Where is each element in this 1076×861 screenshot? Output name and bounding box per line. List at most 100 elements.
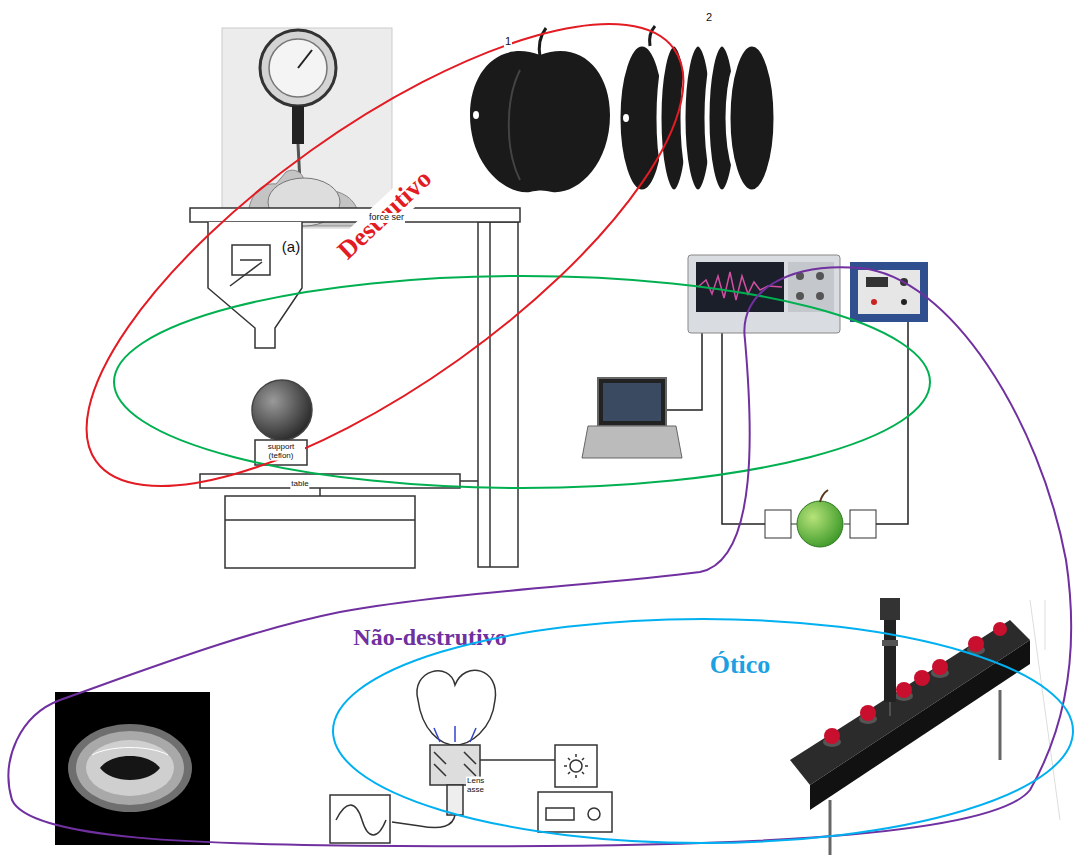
mri-image: [100, 756, 160, 780]
texture-analyser: [240, 259, 262, 261]
figure-tag: (a): [281, 239, 301, 256]
conveyor-camera: [1045, 600, 1046, 650]
apple-silhouettes: [623, 114, 629, 122]
conveyor-camera: [790, 620, 1030, 785]
texture-analyser: [478, 222, 518, 567]
conveyor-camera: [882, 640, 898, 646]
part-name: force ser: [368, 213, 405, 223]
optical-probe: [588, 808, 600, 820]
region-outline: [333, 619, 1073, 843]
penetrometer-photo: [222, 28, 392, 228]
region-outline: [0, 255, 1076, 861]
label-holder: table: [290, 472, 309, 490]
texture-analyser: [252, 380, 312, 440]
mri-image: [86, 740, 174, 796]
optical-probe: [546, 808, 574, 820]
texture-analyser: [225, 496, 415, 568]
apple-silhouettes: [650, 26, 655, 46]
mri-image: [92, 748, 168, 756]
group-outline: [114, 276, 930, 488]
apple-silhouettes: [509, 70, 520, 180]
conveyor-camera: [880, 598, 900, 620]
conveyor-camera: [790, 598, 1060, 855]
region-outline: [22, 0, 749, 565]
conveyor-camera: [896, 682, 912, 698]
acoustic-setup: [871, 299, 877, 305]
destructive-region: Destrutivo: [30, 0, 750, 520]
acoustic-setup: [722, 333, 765, 524]
mri-image: [76, 731, 184, 805]
optical-probe: [538, 792, 612, 832]
penetrometer-photo: [298, 50, 312, 68]
acoustic-setup: [603, 383, 661, 421]
region-label-holder: Ótico: [707, 651, 774, 680]
acoustic-setup: [666, 333, 702, 410]
label-holder: support (teflon): [257, 443, 305, 462]
optical-probe: [555, 745, 597, 787]
conveyor-camera: [999, 690, 1002, 760]
region-label: Ótico: [707, 651, 774, 680]
acoustic-setup: [901, 299, 907, 305]
label-holder: 2: [705, 7, 713, 25]
conveyor-camera: [968, 636, 984, 652]
acoustic-setup: [844, 524, 850, 525]
optical-probe: [336, 805, 386, 835]
acoustic-setup: [816, 272, 824, 280]
acoustic-setup: [876, 322, 908, 524]
conveyor-camera: [993, 622, 1007, 636]
texture-analyser: [208, 222, 302, 348]
non-destructive-region: Não-destrutivoÓtico: [0, 255, 1076, 861]
optical-probe: [417, 670, 496, 745]
conveyor-camera: [884, 620, 896, 702]
optical-probe: [570, 760, 582, 772]
part-name: table: [290, 480, 309, 489]
label-holder: Lens asse: [466, 777, 496, 796]
optical-probe: [434, 726, 476, 742]
apple-silhouettes: [473, 111, 479, 119]
apple-silhouettes: [470, 26, 776, 192]
label-holder: 1: [504, 31, 512, 49]
apple-silhouettes: [470, 51, 610, 192]
acoustic-setup: [582, 426, 682, 458]
optical-probe: [434, 752, 476, 776]
mri-image: [55, 692, 210, 845]
texture-analyser: [190, 208, 520, 222]
label-holder: (a): [281, 238, 301, 256]
optical-probe: [330, 795, 390, 843]
optical-region: Ótico: [330, 615, 1076, 847]
texture-analyser: [255, 440, 307, 465]
conveyor-camera: [824, 728, 840, 744]
texture-analyser: [319, 488, 321, 496]
optical-probe: [564, 754, 588, 778]
acoustic-setup: [850, 510, 876, 538]
apple-silhouettes: [728, 44, 776, 192]
region-outline: [330, 615, 1076, 847]
acoustic-setup: [796, 292, 804, 300]
callout-number: 2: [705, 11, 713, 23]
optical-probe: [330, 670, 612, 843]
texture-analyser: [230, 262, 262, 286]
conveyor-camera: [932, 659, 948, 675]
acoustic-setup: [598, 378, 666, 426]
penetrometer-photo: [222, 28, 392, 228]
conveyor-camera: [1030, 600, 1060, 820]
texture-analyser: [225, 519, 415, 521]
part-name: support (teflon): [257, 443, 305, 461]
acoustic-setup: [765, 510, 791, 538]
penetrometer-photo: [260, 30, 336, 106]
texture-analyser: [489, 222, 491, 567]
conveyor-camera: [890, 702, 891, 716]
acoustic-setup: [816, 292, 824, 300]
penetrometer-photo: [269, 39, 327, 97]
conveyor-camera: [914, 670, 930, 686]
texture-analyser: [460, 480, 478, 482]
region-outline: [30, 0, 750, 520]
part-name: Lens asse: [466, 777, 496, 795]
optical-probe: [447, 785, 463, 815]
region-label-holder: Não-destrutivo: [350, 624, 509, 650]
acoustic-setup: [791, 524, 797, 525]
region-label: Não-destrutivo: [350, 624, 509, 650]
acoustic-setup: [797, 501, 843, 547]
